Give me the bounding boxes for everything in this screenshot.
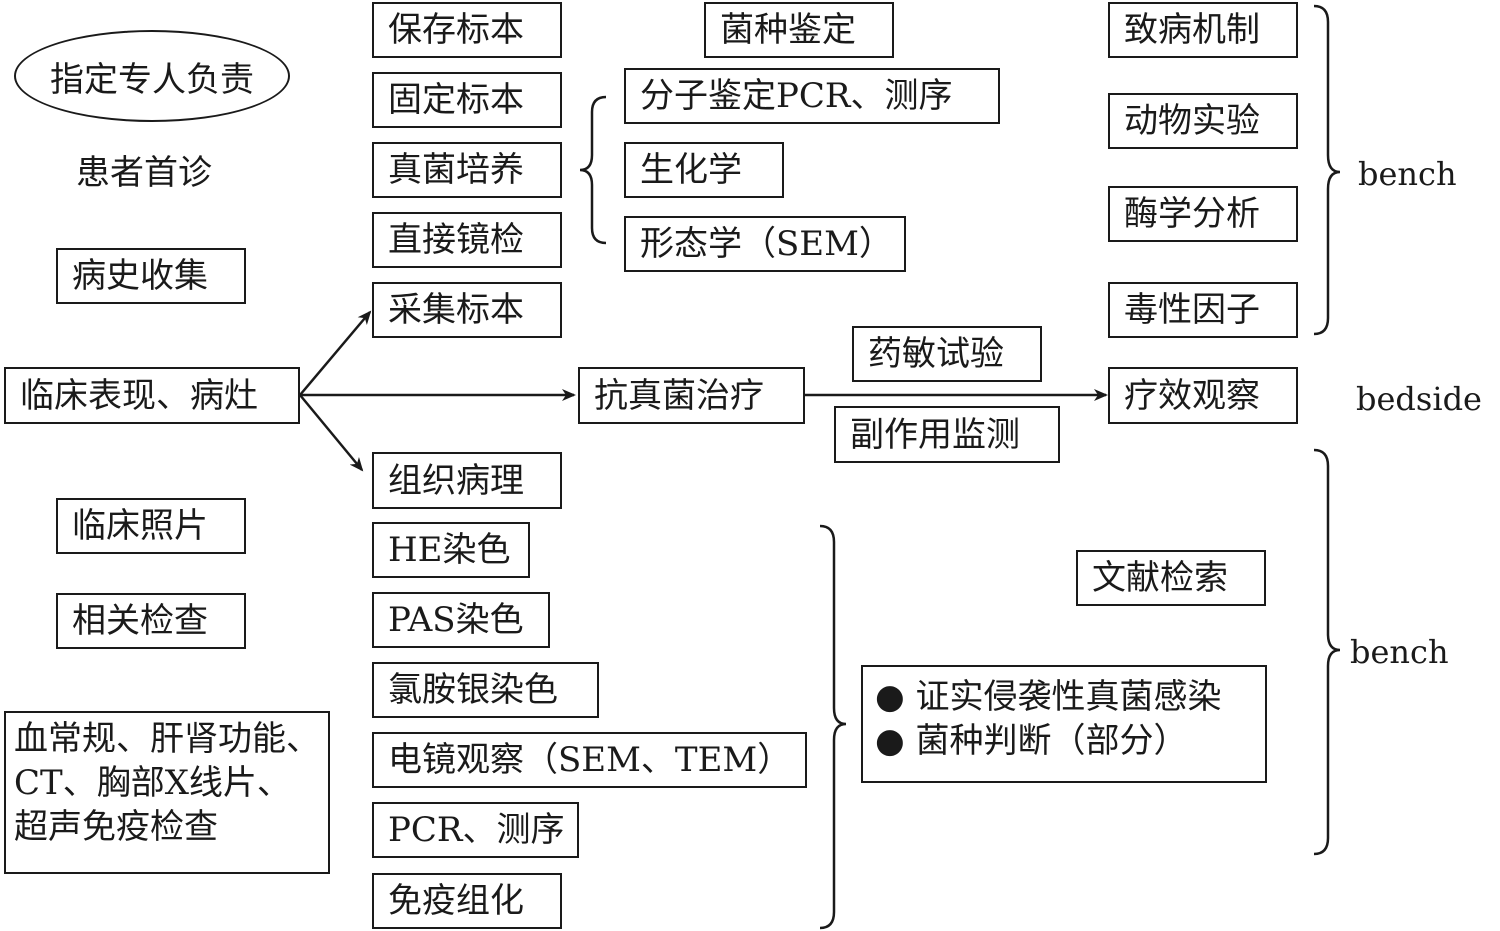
conclusion-item: ● 菌种判断（部分） [875,721,1188,761]
clinical-photos-box: 临床照片 [56,498,246,554]
morphology-box: 形态学（SEM） [624,216,906,272]
responsible-person-oval: 指定专人负责 [14,30,290,122]
arrow-to-collect [299,310,372,396]
pathogenesis-box: 致病机制 [1108,2,1298,58]
histopathology-box: 组织病理 [372,452,562,509]
molecular-identification-box: 分子鉴定PCR、测序 [624,68,1000,124]
fungal-culture-box: 真菌培养 [372,142,562,198]
side-effect-monitoring-box: 副作用监测 [834,406,1060,463]
first-visit-text: 患者首诊 [76,153,212,193]
clinical-manifestation-box: 临床表现、病灶 [4,367,300,424]
pcr-sequencing-box: PCR、测序 [372,802,579,858]
animal-experiment-box: 动物实验 [1108,93,1298,149]
pathology-brace [819,524,847,930]
preserve-specimen-box: 保存标本 [372,2,562,58]
bedside-label: bedside [1356,380,1482,418]
fix-specimen-box: 固定标本 [372,72,562,128]
direct-microscopy-box: 直接镜检 [372,212,562,268]
conclusion-text: 菌种判断（部分） [915,721,1188,761]
bench-bottom-brace [1313,448,1341,856]
identification-brace [579,95,607,245]
virulence-factor-box: 毒性因子 [1108,282,1298,338]
conclusion-item: ● 证实侵袭性真菌感染 [875,677,1222,717]
literature-search-box: 文献检索 [1076,550,1266,606]
exam-list-line: 超声免疫检查 [14,807,218,847]
exam-list-line: CT、胸部X线片、 [14,763,291,803]
silver-stain-box: 氯胺银染色 [372,662,599,718]
arrow-to-pathology [299,394,364,472]
immunohistochemistry-box: 免疫组化 [372,873,562,929]
biochemistry-box: 生化学 [624,142,784,198]
enzyme-analysis-box: 酶学分析 [1108,186,1298,242]
efficacy-observation-box: 疗效观察 [1108,367,1298,424]
history-box: 病史收集 [56,248,246,304]
exam-list-box: 血常规、肝肾功能、 CT、胸部X线片、 超声免疫检查 [4,711,330,874]
related-exam-box: 相关检查 [56,593,246,649]
antifungal-treatment-box: 抗真菌治疗 [578,367,805,424]
collect-specimen-box: 采集标本 [372,282,562,338]
electron-microscopy-box: 电镜观察（SEM、TEM） [372,732,807,788]
conclusion-box: ● 证实侵袭性真菌感染 ● 菌种判断（部分） [861,665,1267,783]
species-identification-box: 菌种鉴定 [704,2,894,58]
he-stain-box: HE染色 [372,522,530,578]
exam-list-line: 血常规、肝肾功能、 [14,719,320,759]
pas-stain-box: PAS染色 [372,592,550,648]
bench-top-brace [1313,4,1341,336]
conclusion-text: 证实侵袭性真菌感染 [915,677,1222,717]
bench-top-label: bench [1358,155,1457,193]
bench-bottom-label: bench [1350,633,1449,671]
susceptibility-test-box: 药敏试验 [852,326,1042,382]
